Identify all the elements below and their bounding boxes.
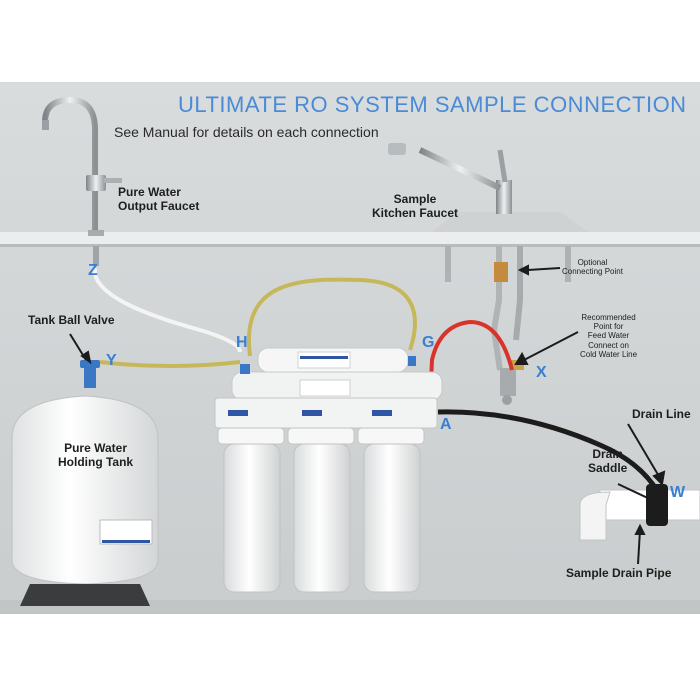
diagram-title: ULTIMATE RO SYSTEM SAMPLE CONNECTION	[178, 92, 687, 117]
filter-housings	[217, 427, 425, 593]
holding-tank	[11, 360, 159, 606]
connection-h: H	[236, 334, 248, 351]
tank-yellow-tube	[99, 360, 241, 368]
drain-pipe	[579, 484, 700, 541]
connection-g: G	[422, 334, 435, 351]
pure-water-faucet	[42, 96, 122, 266]
feed-water-line	[428, 319, 514, 406]
ro-membrane-assembly	[231, 347, 443, 418]
connection-a: A	[440, 416, 452, 433]
drain-line	[437, 409, 661, 494]
diagram-subtitle: See Manual for details on each connectio…	[114, 124, 379, 140]
countertop	[0, 232, 700, 246]
tank-tube	[92, 267, 242, 353]
label-tank-ball-valve: Tank Ball Valve	[28, 313, 115, 327]
callout-arrows	[69, 264, 666, 565]
connection-z: Z	[88, 262, 98, 279]
label-sample-drain-pipe: Sample Drain Pipe	[566, 566, 672, 580]
kitchen-faucet	[388, 143, 588, 405]
connection-x: X	[536, 364, 547, 381]
pure-water-line	[246, 277, 417, 357]
connection-w: W	[670, 484, 686, 501]
label-drain-line: Drain Line	[632, 407, 691, 421]
mounting-bracket	[214, 397, 438, 429]
connection-y: Y	[106, 352, 117, 369]
